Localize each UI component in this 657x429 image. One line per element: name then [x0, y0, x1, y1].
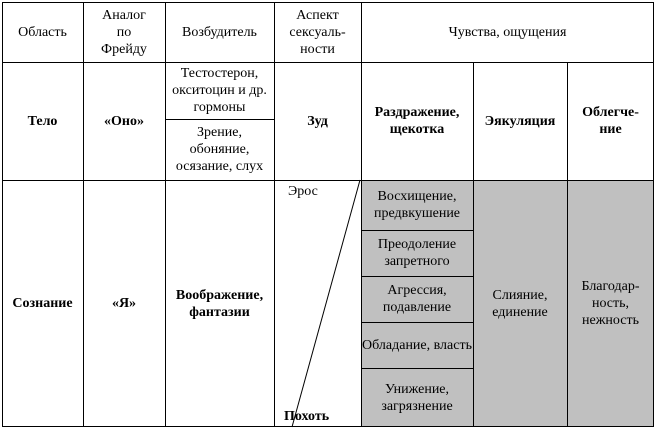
- body-area: Тело: [27, 113, 58, 129]
- header-freud-analog: Аналог по Фрейду: [101, 7, 147, 57]
- feeling-sep-1: [361, 230, 473, 231]
- col-sep-2: [165, 2, 166, 427]
- mind-feeling-forbidden: Преодоление запретного: [377, 237, 457, 269]
- shaded-feelings-column: [361, 180, 473, 427]
- shaded-merge-cell: [473, 180, 567, 427]
- col-sep-1: [83, 2, 84, 427]
- body-stimulus-senses: Зрение, обоняние, осязание, слух: [175, 125, 264, 174]
- aspect-diagonal-line: [291, 179, 361, 428]
- mind-aspect-lust: Похоть: [284, 408, 330, 424]
- mind-feeling-humiliation: Унижение, загрязнение: [381, 381, 453, 414]
- feeling-sep-4: [361, 368, 473, 369]
- feeling-sep-2: [361, 276, 473, 277]
- col-sep-4: [361, 2, 362, 427]
- border-bottom: [2, 426, 654, 427]
- row-sep-header: [2, 62, 654, 63]
- mind-feeling-admiration: Восхищение, предвкушение: [373, 189, 461, 221]
- mind-gratitude: Благодар-ность, нежность: [581, 279, 640, 328]
- border-right: [653, 2, 654, 427]
- row-sep-body: [2, 180, 654, 181]
- stimulus-split: [165, 119, 274, 120]
- mind-feeling-aggression: Агрессия, подавление: [382, 283, 452, 315]
- mind-area: Сознание: [12, 296, 73, 311]
- mind-stimulus: Воображение, фантазии: [175, 287, 264, 320]
- body-feeling-ejaculation: Эякуляция: [484, 113, 556, 129]
- body-freud: «Оно»: [104, 113, 144, 129]
- mind-freud: «Я»: [111, 296, 137, 311]
- body-feeling-relief: Облегче-ние: [582, 105, 639, 137]
- border-left: [2, 2, 3, 427]
- mind-aspect-eros: Эрос: [288, 183, 318, 199]
- header-feelings: Чувства, ощущения: [448, 24, 567, 40]
- body-stimulus-hormones: Тестостерон, окситоцин и др. гормоны: [172, 66, 267, 115]
- mind-feeling-possession: Обладание, власть: [362, 337, 472, 353]
- header-stimulus: Возбудитель: [182, 24, 257, 40]
- col-sep-5: [473, 62, 474, 427]
- border-top: [2, 2, 654, 3]
- col-sep-3: [274, 2, 275, 427]
- col-sep-6: [567, 62, 568, 427]
- feeling-sep-3: [361, 322, 473, 323]
- shaded-gratitude-cell: [567, 180, 654, 427]
- header-sexuality-aspect: Аспект сексуаль-ности: [289, 7, 346, 57]
- mind-merge: Слияние, единение: [492, 287, 548, 320]
- body-aspect: Зуд: [307, 113, 328, 129]
- body-feeling-irritation: Раздражение, щекотка: [374, 105, 460, 137]
- header-area: Область: [18, 24, 67, 40]
